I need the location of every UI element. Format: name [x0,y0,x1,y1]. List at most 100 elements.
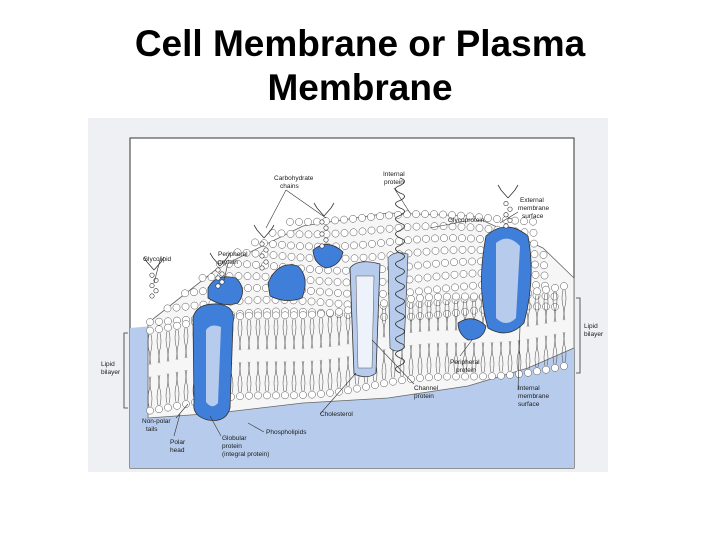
phospholipid-head [529,228,538,237]
phospholipid-head [299,311,307,319]
phospholipid-head [253,296,262,304]
phospholipid-head [308,310,316,319]
slide-title-line2: Membrane [267,67,453,108]
phospholipid-tail [174,329,180,360]
phospholipid-head [448,211,456,219]
phospholipid-head [443,309,451,318]
phospholipid-head [529,217,537,226]
carbohydrate-bead [219,279,225,285]
label-external-surface-3: surface [522,213,544,220]
phospholipid-tail [174,371,180,402]
phospholipid-head [299,391,307,399]
carbohydrate-bead [215,275,221,281]
phospholipid-head [362,383,370,391]
phospholipid-head [245,311,253,320]
phospholipid-head [146,406,154,415]
label-peripheral-protein-top-2: protein [218,259,238,266]
phospholipid-head [173,321,181,330]
phospholipid-head [146,318,154,326]
phospholipid-head [155,325,163,334]
label-globular-protein-3: (integral protein) [222,451,269,458]
label-channel-protein-1: Channel [414,385,439,392]
label-internal-protein-2: protein [384,179,404,186]
carbohydrate-branch [497,184,519,199]
phospholipid-head [457,211,465,220]
leader-lines [153,187,521,437]
phospholipid-head [270,262,278,271]
phospholipid-head [350,254,359,263]
phospholipid-head [359,240,367,249]
carbohydrate-bead [319,219,325,225]
internal-protein-coil [395,177,405,374]
phospholipid-head [459,257,467,266]
phospholipid-head [341,254,350,263]
phospholipid-head [173,401,181,410]
carbohydrate-bead [507,206,513,212]
phospholipid-head [407,295,415,303]
phospholipid-head [461,372,469,381]
phospholipid-head [234,260,242,268]
label-globular-protein-2: protein [222,443,242,450]
phospholipid-tail [426,301,432,332]
phospholipid-tail [300,360,306,392]
phospholipid-head [497,371,505,380]
phospholipid-head [181,289,189,298]
phospholipid-head [458,245,467,254]
phospholipid-head [236,392,244,401]
label-channel-protein-2: protein [414,393,434,400]
phospholipid-head [407,375,415,383]
phospholipid-tail [435,342,441,373]
phospholipid-head [449,234,457,242]
phospholipid-head [450,270,459,279]
phospholipid-head [524,368,532,377]
phospholipid-head [296,242,304,250]
phospholipid-head [316,298,325,307]
phospholipid-head [448,222,457,231]
phospholipid-head [304,218,312,226]
label-peripheral-protein-bottom-1: Peripheral [450,359,480,366]
phospholipid-head [334,289,342,297]
phospholipid-tail [273,361,279,392]
label-carbohydrate-chains-2: chains [280,183,300,190]
phospholipid-head [493,215,501,223]
phospholipid-head [376,212,384,221]
phospholipid-tail [552,333,558,364]
phospholipid-head [542,302,550,311]
phospholipid-tail [453,342,459,373]
phospholipid-head [244,296,253,305]
phospholipid-head [533,367,541,376]
carbohydrate-bead [263,247,269,253]
phospholipid-head [371,381,379,389]
carbohydrate-branch [209,252,231,267]
carbohydrate-bead [259,241,265,247]
phospholipid-head [325,288,333,297]
carbohydrate-branch [313,202,335,217]
phospholipid-head [333,266,341,275]
phospholipid-head [452,292,460,301]
phospholipid-head [414,274,423,283]
phospholipid-head [531,270,540,279]
phospholipid-head [199,287,207,296]
phospholipid-head [242,249,251,257]
phospholipid-tail [336,315,342,346]
phospholipid-head [307,297,316,306]
phospholipid-head [243,260,251,269]
phospholipid-head [433,285,441,294]
phospholipid-head [540,261,548,270]
phospholipid-head [164,403,172,412]
phospholipid-tail [489,342,495,373]
phospholipid-head [295,218,303,226]
phospholipid-head [268,228,277,237]
phospholipid-head [251,238,259,247]
phospholipid-head [425,373,433,382]
phospholipid-head [251,249,260,258]
phospholipid-head [252,272,261,281]
phospholipid-head [181,302,190,311]
phospholipid-head [533,302,541,311]
phospholipid-head [443,292,451,301]
phospholipid-head [432,259,440,268]
phospholipid-head [182,400,190,408]
phospholipid-head [377,239,385,247]
carbohydrate-chains [143,184,519,299]
phospholipid-head [155,317,163,326]
